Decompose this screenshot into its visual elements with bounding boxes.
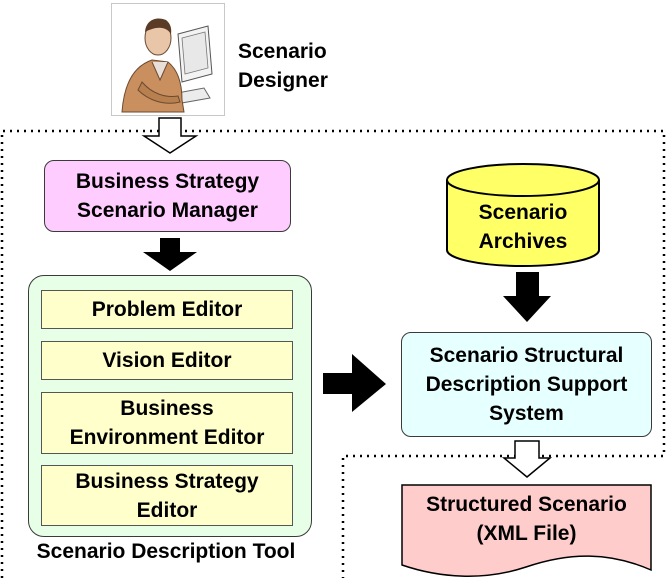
output-label: Structured Scenario (XML File) (402, 490, 651, 548)
support-system-line1: Scenario Structural (429, 344, 624, 367)
strategy-editor-line2: Editor (136, 498, 198, 522)
scenario-manager-box: Business Strategy Scenario Manager (44, 160, 291, 232)
output-document-shape (401, 484, 652, 577)
support-system-line3: System (489, 402, 564, 425)
scenario-manager-line1: Business Strategy (75, 170, 260, 193)
designer-label-line2: Designer (238, 69, 328, 92)
environment-editor-line1: Business (120, 397, 214, 420)
hollow-arrow-designer-to-manager (141, 117, 199, 154)
solid-arrow-tool-to-support (323, 354, 386, 412)
strategy-editor-box: Business Strategy Editor (41, 465, 293, 526)
scenario-manager-line2: Scenario Manager (77, 199, 258, 222)
archives-line1: Scenario (478, 201, 568, 224)
system-boundary (0, 129, 666, 578)
hollow-arrow-support-to-output (501, 440, 553, 478)
problem-editor-label: Problem Editor (91, 298, 243, 321)
archives-line2: Archives (478, 230, 568, 253)
environment-editor-line2: Environment Editor (69, 426, 265, 449)
vision-editor-box: Vision Editor (41, 341, 293, 380)
designer-label: Scenario Designer (238, 37, 358, 95)
archives-label: Scenario Archives (447, 198, 599, 256)
archives-cylinder (446, 163, 600, 267)
solid-arrow-archives-to-support (503, 272, 551, 322)
designer-picture (111, 3, 225, 116)
support-system-line2: Description Support (425, 373, 628, 396)
environment-editor-box: Business Environment Editor (41, 392, 293, 454)
output-line2: (XML File) (476, 522, 577, 545)
support-system-box: Scenario Structural Description Support … (401, 332, 652, 437)
vision-editor-label: Vision Editor (102, 349, 232, 372)
solid-arrow-manager-to-tool (143, 238, 197, 271)
person-at-computer-icon (121, 18, 213, 113)
designer-label-line1: Scenario (238, 40, 327, 63)
strategy-editor-line1: Business Strategy (75, 469, 259, 493)
problem-editor-box: Problem Editor (41, 290, 293, 329)
output-line1: Structured Scenario (426, 493, 627, 516)
description-tool-caption: Scenario Description Tool (10, 537, 322, 566)
